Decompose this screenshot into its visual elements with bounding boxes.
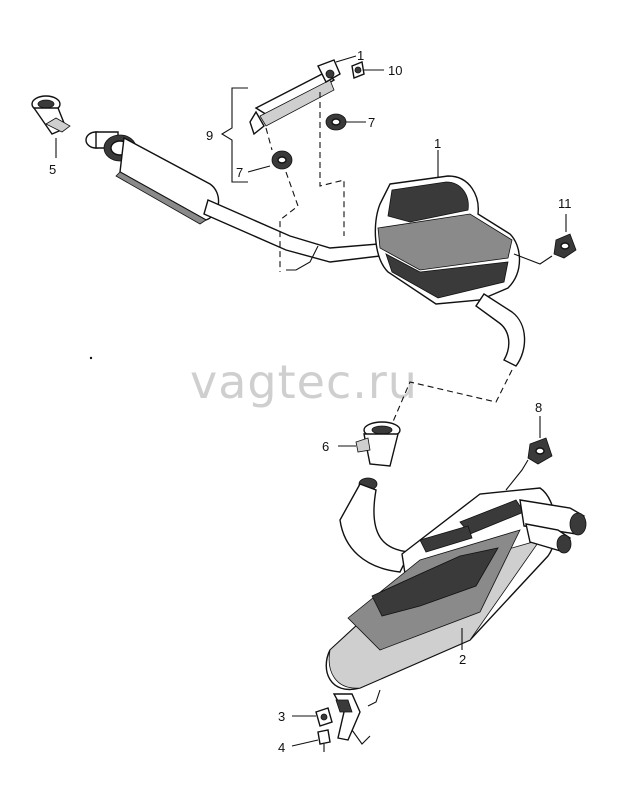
callout-7-hanger-left: 7 (236, 165, 243, 180)
callout-7-hanger-right: 7 (368, 115, 375, 130)
callout-10-bolt: 10 (388, 63, 402, 78)
part-8-hanger (505, 416, 553, 491)
parts-3-4-bracket-bolt (291, 693, 371, 752)
callout-3-bracket: 3 (278, 709, 285, 724)
front-pipe-and-muffler (85, 131, 381, 271)
callout-1-center-muffler: 1 (434, 136, 441, 151)
part-6-clamp (338, 421, 401, 467)
watermark: vagtec.ru (190, 355, 418, 409)
callout-2-rear-muffler: 2 (459, 652, 466, 667)
callout-9-bracket: 9 (206, 128, 213, 143)
callout-8-hanger: 8 (535, 400, 542, 415)
part-5-clamp (31, 95, 71, 158)
part-11-hanger (553, 214, 577, 259)
callout-11-hanger: 11 (558, 196, 572, 211)
callout-1-bracket: 1 (357, 48, 364, 63)
part-2-rear-muffler (325, 477, 587, 707)
part-9-bracket (220, 55, 384, 272)
callout-4-bolt: 4 (278, 740, 285, 755)
callout-6-clamp: 6 (322, 439, 329, 454)
part-1-center-muffler (374, 150, 553, 367)
stray-dot (89, 356, 93, 360)
callout-5-clamp: 5 (49, 162, 56, 177)
